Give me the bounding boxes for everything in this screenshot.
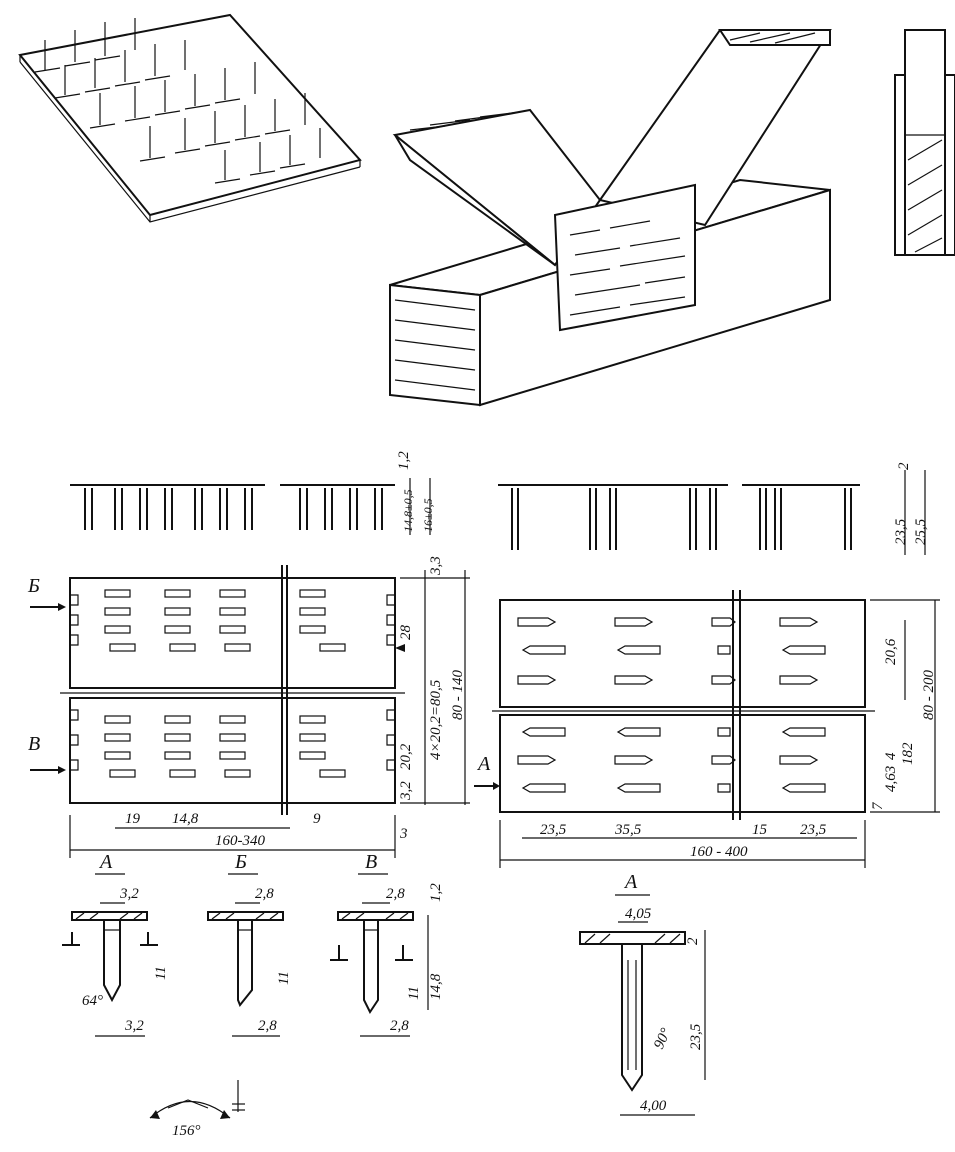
dim-v-small-bottom: 2,8 (390, 1018, 409, 1034)
section-a-large: А 4,05 2 23,5 90° 4,00 (579, 871, 706, 1116)
dim-left-pitch: 4×20,2=80,5 (428, 679, 444, 760)
dim-b-small-top: 2,8 (255, 886, 274, 902)
right-plate-slots (517, 617, 826, 793)
dim-a-small-bottom: 3,2 (124, 1018, 144, 1034)
dim-a-large-top: 4,05 (625, 906, 652, 922)
truss-joint-isometric (389, 29, 832, 407)
dim-left-edge-top: 3,3 (428, 556, 444, 576)
dim-right-nail-length: 23,5 (893, 518, 909, 545)
dim-right-spacing-35-5: 35,5 (614, 822, 642, 838)
section-marker-b: Б (27, 575, 40, 597)
right-plate-side-view: 2 23,5 25,5 (498, 462, 929, 555)
dim-v-small-length: 11 (406, 986, 422, 1000)
section-v-small-label: В (365, 851, 377, 873)
section-a-small: А 3,2 11 64° 3,2 (62, 851, 169, 1037)
dim-right-plate-thickness: 2 (896, 462, 912, 470)
dim-a-large-angle: 90° (651, 1026, 674, 1052)
joint-cross-section (894, 29, 955, 256)
dim-v-small-total: 14,8 (428, 973, 444, 1000)
dim-right-row-20-6: 20,6 (883, 638, 899, 665)
dim-right-spacing-23-5b: 23,5 (800, 822, 827, 838)
dim-left-row-28: 28 (398, 625, 414, 641)
dim-right-spacing-15: 15 (752, 822, 768, 838)
dim-left-nail-length: 14,8±0,5 (401, 489, 415, 532)
right-plate-plan-view: А 20,6 80 - 200 182 4 4,63 7 23,5 35,5 1… (474, 590, 940, 868)
nail-plate-isometric (18, 13, 362, 223)
dim-right-spacing-23-5a: 23,5 (540, 822, 567, 838)
left-plate-plan-view: Б В 3,3 28 4×20,2=80,5 80 - 140 20,2 3,2… (27, 556, 470, 858)
section-b-small-label: Б (234, 851, 247, 873)
dim-left-width-range: 80 - 140 (450, 670, 466, 720)
dim-right-total-height: 25,5 (913, 518, 929, 545)
dim-left-plate-thickness: 1,2 (396, 451, 412, 470)
section-a-small-label: А (98, 851, 113, 873)
dim-left-total-height: 16±0,5 (421, 498, 435, 532)
dim-a-large-length: 23,5 (688, 1023, 704, 1050)
left-plate-slots (104, 589, 346, 778)
dim-b-small-length: 11 (276, 971, 292, 985)
dim-v-small-top: 2,8 (386, 886, 405, 902)
dim-a-small-top: 3,2 (119, 886, 139, 902)
dim-left-offset-9: 9 (313, 811, 321, 827)
section-marker-a-right: А (476, 753, 491, 775)
dim-left-row-20: 20,2 (398, 743, 414, 770)
dim-a-large-bottom: 4,00 (640, 1098, 667, 1114)
dim-right-4: 4 (883, 752, 899, 760)
section-marker-v: В (28, 733, 40, 755)
dim-right-7: 7 (870, 801, 886, 810)
dim-left-spacing-19: 19 (125, 811, 141, 827)
dim-a-small-length: 11 (153, 966, 169, 980)
dim-a-small-angle: 64° (82, 993, 103, 1009)
dim-a-large-plate: 2 (685, 937, 701, 945)
dim-v-small-plate: 1,2 (428, 883, 444, 902)
section-v-small: В 2,8 1,2 11 14,8 2,8 (330, 851, 444, 1037)
dim-right-pitch-182: 182 (900, 742, 916, 765)
section-b-small: Б 2,8 11 2,8 (207, 851, 292, 1037)
dim-right-width-range: 80 - 200 (921, 670, 937, 720)
left-plate-side-view: 1,2 14,8±0,5 16±0,5 (70, 451, 435, 535)
dim-left-spacing-14-8: 14,8 (172, 811, 199, 827)
section-a-large-label: А (623, 871, 638, 893)
dim-left-edge-bottom: 3,2 (398, 781, 414, 801)
dim-left-length-range: 160-340 (215, 833, 265, 849)
bend-angle-detail: 156° (149, 1080, 245, 1139)
dim-right-length-range: 160 - 400 (690, 844, 748, 860)
dim-bend-angle: 156° (172, 1123, 201, 1139)
dim-left-edge-3: 3 (399, 826, 408, 842)
dim-b-small-bottom: 2,8 (258, 1018, 277, 1034)
dim-right-4-63: 4,63 (883, 766, 899, 792)
